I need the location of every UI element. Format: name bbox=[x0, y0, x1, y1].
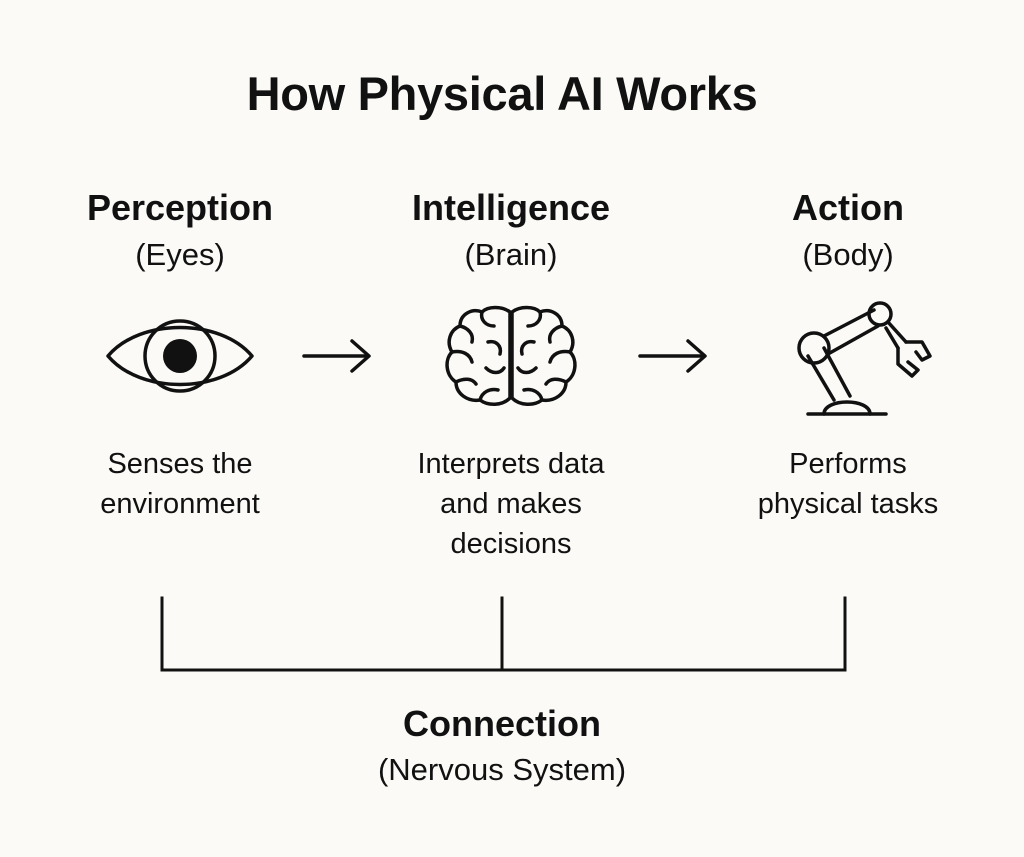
stage-action-name: Action bbox=[792, 187, 904, 228]
stage-action-subtitle: (Body) bbox=[802, 237, 894, 272]
stage-action: Action (Body) Performs physical tasks bbox=[708, 186, 988, 520]
connection-name: Connection bbox=[403, 703, 601, 744]
stage-intelligence-description: Interprets data and makes decisions bbox=[371, 444, 651, 564]
arrow-right-icon bbox=[302, 339, 371, 373]
description-line: and makes bbox=[440, 488, 582, 520]
connection-subtitle: (Nervous System) bbox=[377, 752, 627, 787]
description-line: physical tasks bbox=[757, 488, 939, 520]
stage-perception-name: Perception bbox=[86, 187, 274, 228]
stage-intelligence-name: Intelligence bbox=[411, 187, 611, 228]
brain-icon bbox=[445, 305, 577, 406]
stage-perception: Perception (Eyes) Senses the environment bbox=[40, 186, 320, 520]
connection-label: Connection (Nervous System) bbox=[0, 702, 1004, 790]
stage-intelligence-subtitle: (Brain) bbox=[464, 237, 558, 272]
description-line: Interprets data bbox=[417, 448, 605, 480]
stage-intelligence: Intelligence (Brain) Interprets data and… bbox=[371, 186, 651, 560]
description-line: environment bbox=[100, 488, 260, 520]
stage-perception-description: Senses the environment bbox=[40, 444, 320, 524]
stage-action-description: Performs physical tasks bbox=[708, 444, 988, 524]
eye-icon bbox=[106, 319, 254, 393]
arrow-right-icon bbox=[638, 339, 707, 373]
description-line: Performs bbox=[789, 448, 907, 480]
robot-arm-icon bbox=[797, 301, 932, 416]
description-line: Senses the bbox=[107, 448, 253, 480]
description-line: decisions bbox=[450, 528, 572, 560]
stage-perception-subtitle: (Eyes) bbox=[135, 237, 225, 272]
diagram-title: How Physical AI Works bbox=[246, 67, 758, 120]
